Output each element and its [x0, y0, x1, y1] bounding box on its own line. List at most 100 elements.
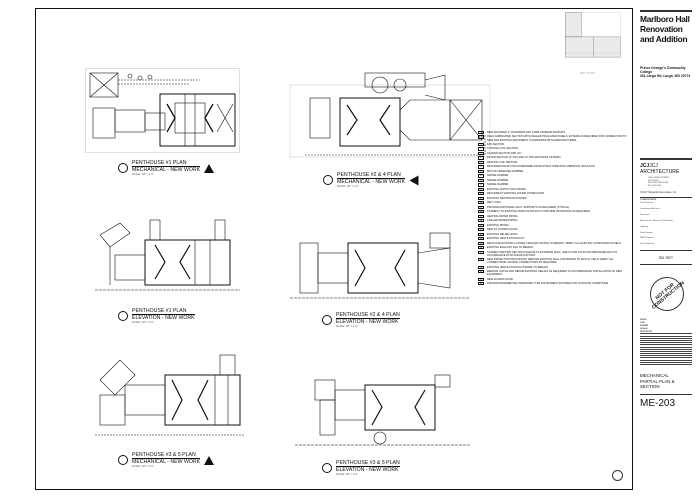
note-text: FIELD FABRICATED SECTION WITH SEALED INS… [487, 135, 627, 142]
note-text: MOTOR OPERATED DAMPER. [487, 169, 524, 173]
drawing-scale: SCALE: 1/8" = 1'-0" [132, 173, 154, 176]
compass-icon [612, 470, 623, 481]
drawing-title-2: PENTHOUSE #2 & 4 PLAN MECHANICAL - NEW W… [323, 172, 419, 188]
note-text: HEATING COIL SECTION. [487, 160, 518, 164]
detail-marker-icon [118, 311, 128, 321]
detail-marker-icon [323, 175, 333, 185]
note-number: 15 [478, 196, 484, 200]
note-number: 32 [478, 282, 484, 286]
note-text: EXISTING VENTILATION DUCTWORK TO REMAIN. [487, 265, 549, 269]
drawing-title-1: PENTHOUSE #1 PLAN MECHANICAL - NEW WORK … [118, 160, 215, 176]
drawing-scale: SCALE: 1/8" = 1'-0" [336, 473, 358, 476]
note-text: CONNECT RETURN SECTION PLENUM TO EXTERIO… [487, 250, 618, 257]
note-text: NEW ACCESS DOOR. [487, 277, 514, 281]
note-number: 6 [478, 156, 484, 160]
note-text: SMOKE DAMPER. [487, 174, 509, 178]
drawing-title-5: PENTHOUSE #3 & 5 PLAN MECHANICAL - NEW W… [118, 452, 215, 468]
note-number: 20 [478, 219, 484, 223]
note-text: NEW INSPECTION PROVISIONS; REMOVE EXISTI… [487, 258, 614, 265]
architect-line: 1000 STATE STREET [648, 176, 670, 179]
consultant-entry: Mechanical / Electrical / Plumbing [640, 219, 673, 222]
note-number: 5 [478, 151, 484, 156]
not-for-construction-stamp: NOT FOR CONSTRUCTION [643, 269, 691, 318]
drawing-title-line1: PENTHOUSE #1 PLAN [132, 308, 187, 314]
note-number: 13 [478, 187, 484, 191]
note-number: 3 [478, 142, 484, 147]
note-number: 16 [478, 201, 484, 205]
drawing-penthouse-1-plan [85, 68, 240, 153]
north-arrow-icon [409, 175, 419, 185]
sheet-number: ME-203 [640, 398, 676, 410]
note-text: HEATING WATER PIPING. [487, 214, 519, 218]
note-number: 23 [478, 232, 484, 236]
note-text: EXISTING SUPPLY DUCTWORK. [487, 187, 527, 191]
note-number: 18 [478, 210, 484, 214]
project-address: 301 Largo Rd, Largo, MD 20774 [640, 73, 691, 78]
drawing-title-line2: ELEVATION - NEW WORK [336, 466, 400, 473]
drawing-scale: SCALE: 1/8" = 1'-0" [132, 465, 154, 468]
drawing-title-line2: MECHANICAL - NEW WORK [132, 458, 201, 465]
consultant-entry: Food Service [640, 231, 653, 234]
note-text: SMOKE DAMPER. [487, 183, 509, 187]
note-number: 9 [478, 169, 484, 174]
sheet-border [35, 8, 633, 490]
key-plan: KEY PLAN [545, 11, 630, 79]
note-text: PROVIDE DIFFERENTIAL PRESSURE TYPE INSTR… [487, 282, 609, 286]
note-number: 26 [478, 246, 484, 250]
drawing-title-line1: PENTHOUSE #2 & 4 PLAN [337, 172, 401, 178]
note-text: CHILLED WATER PIPING. [487, 219, 518, 223]
consultant-entry: Civil Engineer [640, 202, 654, 205]
note-text: EXISTING PIPING. [487, 223, 510, 227]
consultant-entry: Fire Protection [640, 243, 655, 246]
note-number: 29 [478, 265, 484, 269]
drawing-title-line1: PENTHOUSE #3 & 5 PLAN [132, 452, 196, 458]
north-arrow-icon [204, 455, 215, 465]
note-text: NEW MOUNTED 4" CONCRETE PAD CURB OR BEAM… [487, 131, 566, 134]
note-text: EXISTING RELIEF HOOD. [487, 232, 519, 236]
note-number: 22 [478, 228, 484, 232]
note-number: 1 [478, 131, 484, 135]
project-title: Marlboro Hall Renovation and Addition [640, 13, 690, 44]
sheet-title: MECHANICAL PARTIAL PLAN & SECTION [640, 373, 675, 390]
note-number: 19 [478, 214, 484, 218]
key-plan-label: KEY PLAN [580, 71, 595, 75]
drawing-scale: SCALE: 1/8" = 1'-0" [336, 325, 358, 328]
note-text: COOLING COIL SECTION. [487, 147, 519, 151]
note-text: EXISTING VENTILATION DUCT. [487, 237, 525, 241]
drawing-title-line2: ELEVATION - NEW WORK [336, 318, 400, 325]
drawing-title-line1: PENTHOUSE #1 PLAN [132, 160, 187, 166]
note-number: 28 [478, 258, 484, 262]
note-number: 17 [478, 205, 484, 209]
client-name: Prince George's Community College [640, 65, 686, 74]
note-text: CONNECT TO EXISTING VENTILATION DUCT; PR… [487, 210, 591, 214]
note-text: SMOKE DAMPER. [487, 178, 509, 182]
note-text: RETURN/EXHAUST FAN SUSPENDED FROM STRUCT… [487, 165, 596, 169]
note-text: FAN SECTION. [487, 142, 506, 146]
architect-line: 617.555.0000 [648, 185, 662, 188]
drawing-scale: SCALE: 1/8" = 1'-0" [132, 321, 154, 324]
